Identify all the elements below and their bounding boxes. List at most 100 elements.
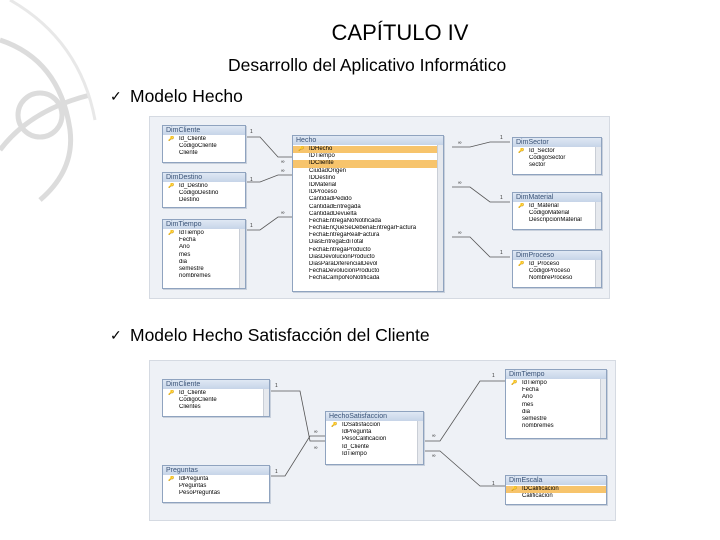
- table-title: DimEscala: [506, 476, 606, 485]
- table-dimcliente[interactable]: DimCliente Id_Cliente CodigoCliente Clie…: [162, 125, 246, 163]
- table-dimproceso[interactable]: DimProceso Id_Proceso CodigoProceso Nomb…: [512, 250, 602, 288]
- table-dimmaterial[interactable]: DimMaterial Id_Material CodigoMaterial D…: [512, 192, 602, 230]
- table-field: CantidadPedido: [309, 196, 352, 203]
- table-field: IDProceso: [309, 189, 338, 196]
- table-field: Id_Material: [513, 203, 601, 210]
- table-title: Hecho: [293, 136, 443, 145]
- table-dimdestino[interactable]: DimDestino Id_Destino CodigoDestino Dest…: [162, 172, 246, 208]
- cardinality-many: ∞: [314, 429, 318, 435]
- table-field: FechaDevolucionProducto: [309, 268, 380, 275]
- table-field: sector: [529, 162, 546, 169]
- bullet-label: Modelo Hecho: [130, 86, 243, 106]
- table-field: CodigoDestino: [179, 190, 219, 197]
- table-field: Clientes: [179, 404, 201, 411]
- table-dimsector[interactable]: DimSector Id_Sector CodigoSector sector: [512, 137, 602, 175]
- table-field: IDDestino: [309, 174, 336, 181]
- table-field: Id_Cliente: [163, 390, 269, 397]
- scrollbar[interactable]: [417, 421, 423, 464]
- cardinality-many: ∞: [281, 210, 285, 216]
- table-title: Preguntas: [163, 466, 269, 475]
- cardinality-one: 1: [275, 469, 278, 475]
- table-field: Id_Cliente: [163, 136, 245, 143]
- cardinality-many: ∞: [281, 159, 285, 165]
- relationship-lines: [245, 136, 510, 258]
- table-field: CantidadEntregada: [309, 203, 361, 210]
- table-field: mes: [522, 401, 534, 408]
- table-field: IdTiempo: [342, 450, 367, 457]
- table-field: IDHecho: [293, 146, 443, 154]
- scrollbar[interactable]: [600, 379, 606, 438]
- cardinality-one: 1: [275, 383, 278, 389]
- table-field: DiasDevolucionProducto: [309, 253, 375, 260]
- table-field: FechaCampoNoNotificada: [309, 275, 380, 282]
- table-hechosatisfaccion[interactable]: HechoSatisfaccion IDSatisfaccion IdPregu…: [325, 411, 424, 465]
- table-dimtiempo[interactable]: DimTiempo IdTiempo Fecha Año mes dia sem…: [162, 219, 246, 289]
- table-field: CantidadDevuelta: [309, 210, 357, 217]
- cardinality-one: 1: [250, 177, 253, 183]
- table-title: DimProceso: [513, 251, 601, 260]
- table-title: DimTiempo: [163, 220, 245, 229]
- table-field: Fecha: [179, 237, 196, 244]
- table-field: mes: [179, 251, 191, 258]
- table-field: IdTiempo: [163, 230, 245, 237]
- cardinality-one: 1: [500, 250, 503, 256]
- scrollbar[interactable]: [595, 202, 601, 229]
- scrollbar[interactable]: [595, 147, 601, 174]
- table-field: semestre: [522, 415, 547, 422]
- table-title: DimCliente: [163, 380, 269, 389]
- table-field: IDCalificacion: [506, 486, 606, 494]
- scrollbar[interactable]: [239, 229, 245, 288]
- table-field: DiasEntregaEdiTotal: [309, 239, 364, 246]
- cardinality-one: 1: [492, 373, 495, 379]
- table-field: CodigoMaterial: [529, 210, 570, 217]
- table-field: nombremes: [522, 423, 554, 430]
- diagram-modelo-satisfaccion: 1 ∞ 1 ∞ ∞ 1 ∞ 1 DimCliente Id_Cliente Co…: [149, 360, 616, 521]
- cardinality-one: 1: [500, 135, 503, 141]
- bullet-modelo-satisfaccion: ✓ Modelo Hecho Satisfacción del Cliente: [110, 325, 430, 346]
- table-field: nombremes: [179, 273, 211, 280]
- table-title: DimSector: [513, 138, 601, 147]
- table-field: FechaEntregaProducto: [309, 246, 371, 253]
- table-field: PesoCalificacion: [342, 436, 387, 443]
- table-dimcliente[interactable]: DimCliente Id_Cliente CodigoCliente Clie…: [162, 379, 270, 417]
- table-field: IDMaterial: [309, 181, 337, 188]
- table-field: Id_Sector: [513, 148, 601, 155]
- table-field: CiudadOrigen: [309, 167, 347, 174]
- table-field: dia: [179, 258, 188, 265]
- relationship-lines: [270, 380, 505, 487]
- table-field: Preguntas: [179, 483, 207, 490]
- table-field: IDTiempo: [309, 153, 335, 160]
- scrollbar[interactable]: [263, 389, 269, 416]
- cardinality-many: ∞: [458, 140, 462, 146]
- cardinality-one: 1: [492, 481, 495, 487]
- table-field: Cliente: [179, 150, 198, 157]
- table-title: DimDestino: [163, 173, 245, 182]
- table-field: FechaEntregaNoNotificada: [309, 217, 382, 224]
- table-title: DimMaterial: [513, 193, 601, 202]
- table-field: Destino: [179, 197, 200, 204]
- table-preguntas[interactable]: Preguntas IdPregunta Preguntas PesoPregu…: [162, 465, 270, 503]
- table-field: Año: [179, 244, 190, 251]
- cardinality-one: 1: [500, 195, 503, 201]
- cardinality-many: ∞: [458, 180, 462, 186]
- table-field: Id_Cliente: [342, 443, 370, 450]
- scrollbar[interactable]: [437, 145, 443, 291]
- table-field: FechaEntregaRealFactura: [309, 232, 380, 239]
- table-title: DimTiempo: [506, 370, 606, 379]
- table-dimescala[interactable]: DimEscala IDCalificacion Calificacion: [505, 475, 607, 505]
- cardinality-many: ∞: [281, 168, 285, 174]
- scrollbar[interactable]: [595, 260, 601, 287]
- bullet-modelo-hecho: ✓ Modelo Hecho: [110, 86, 243, 107]
- table-field: IdPregunta: [342, 429, 372, 436]
- table-field: IdPregunta: [163, 476, 269, 483]
- checkmark-icon: ✓: [110, 88, 122, 104]
- checkmark-icon: ✓: [110, 327, 122, 343]
- table-dimtiempo[interactable]: DimTiempo IdTiempo Fecha Año mes dia sem…: [505, 369, 607, 439]
- cardinality-many: ∞: [432, 433, 436, 439]
- table-field: Id_Destino: [163, 183, 245, 190]
- table-field: NombreProceso: [529, 275, 573, 282]
- page-title: CAPÍTULO IV: [331, 20, 469, 45]
- table-hecho[interactable]: Hecho IDHecho IDTiempo IDCliente CiudadO…: [292, 135, 444, 292]
- table-field: IDCliente: [293, 160, 443, 168]
- table-title: HechoSatisfaccion: [326, 412, 423, 421]
